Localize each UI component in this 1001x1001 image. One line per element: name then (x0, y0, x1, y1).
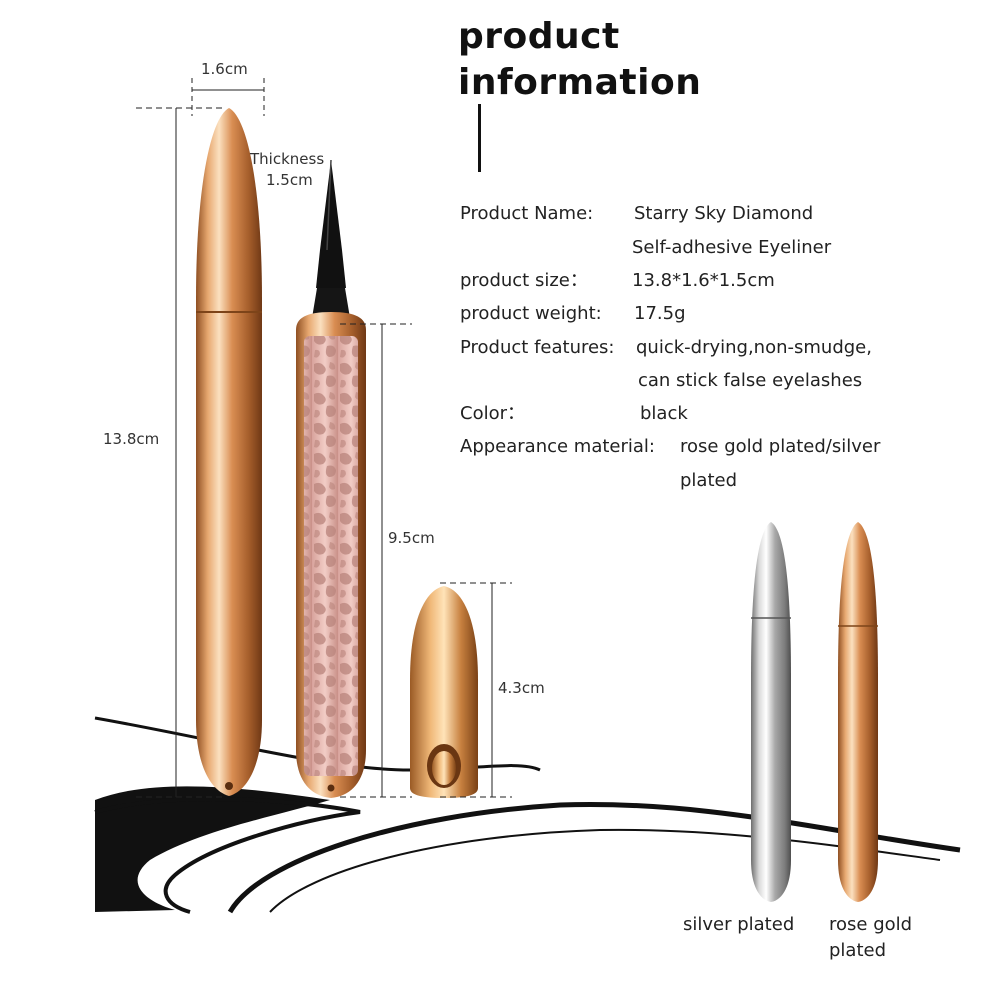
dimension-body-label: 9.5cm (388, 529, 435, 547)
spec-size-label: product size： (460, 270, 588, 291)
variant-rose-caption-1: rose gold (829, 914, 913, 935)
spec-color-value: black (640, 403, 688, 424)
page-title: product information (458, 14, 701, 106)
spec-features-value-1: quick-drying,non-smudge, (636, 337, 872, 358)
spec-material-value-1: rose gold plated/silver (680, 436, 881, 457)
closed-eyeliner-pen (196, 108, 262, 796)
spec-name-label: Product Name: (460, 203, 594, 224)
title-divider (478, 104, 481, 172)
spec-name-value-2: Self-adhesive Eyeliner (632, 237, 832, 258)
dimension-lines (136, 78, 512, 798)
dimension-length-label: 13.8cm (103, 430, 160, 448)
title-line-1: product (458, 16, 620, 57)
dimension-width-label: 1.6cm (201, 60, 248, 78)
spec-size-value: 13.8*1.6*1.5cm (632, 270, 775, 291)
variant-silver-caption: silver plated (683, 914, 795, 935)
spec-material-value-2: plated (680, 470, 738, 491)
variant-rose-caption-2: plated (829, 940, 887, 961)
silver-pen-variant (751, 522, 791, 902)
title-line-2: information (458, 62, 702, 103)
spec-weight-label: product weight: (460, 303, 602, 324)
spec-weight-value: 17.5g (634, 303, 686, 324)
dimension-cap-label: 4.3cm (498, 679, 545, 697)
eyeliner-cap (410, 586, 478, 798)
dimension-thickness-value: 1.5cm (266, 171, 313, 189)
dimension-thickness-label: Thickness (250, 150, 325, 168)
spec-features-value-2: can stick false eyelashes (638, 370, 863, 391)
spec-material-label: Appearance material: (460, 436, 655, 457)
rose-gold-pen-variant (838, 522, 878, 902)
spec-features-label: Product features: (460, 337, 615, 358)
spec-color-label: Color： (460, 403, 525, 424)
spec-name-value-1: Starry Sky Diamond (634, 203, 814, 224)
open-eyeliner-pen (296, 159, 366, 798)
